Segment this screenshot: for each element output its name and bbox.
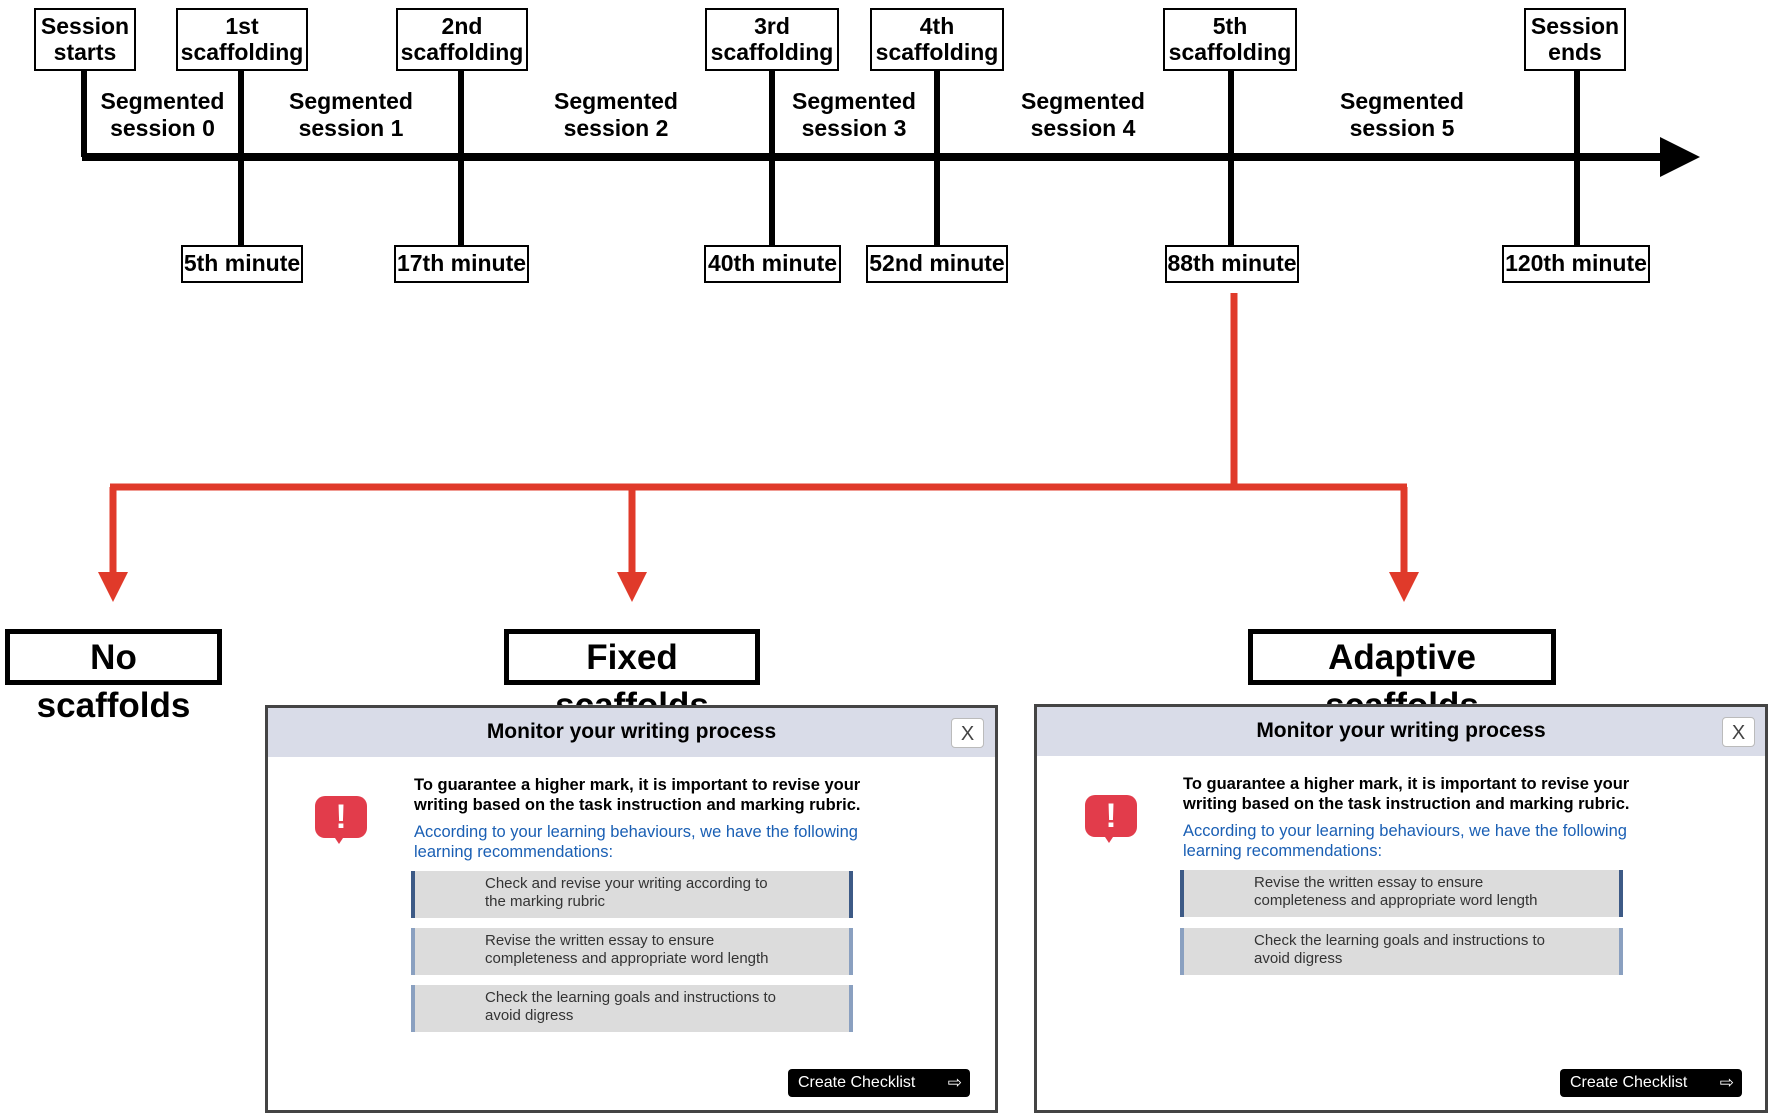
recommendation-item[interactable]: Revise the written essay to ensure compl… [411,928,853,975]
condition-no-scaffolds: No scaffolds [5,629,222,725]
create-checklist-button[interactable]: Create Checklist ⇨ [1560,1069,1742,1097]
event-label: 2nd scaffolding [400,13,524,65]
condition-branch-arrows [109,293,1408,575]
arrow-right-icon: ⇨ [1719,1073,1734,1092]
event-scaffold-3: 3rd scaffolding [705,8,839,71]
recommendation-item[interactable]: Check the learning goals and instruction… [411,985,853,1032]
recommendation-intro: According to your learning behaviours, w… [1183,822,1627,860]
segment-label-4: Segmented session 4 [1021,88,1145,141]
timeline-arrowhead [1660,137,1700,177]
event-session-ends: Session ends [1524,8,1626,71]
fixed-scaffold-dialog: Monitor your writing process X ! To guar… [265,705,998,1113]
time-scaffold-4: 52nd minute [866,245,1008,283]
event-label: 4th scaffolding [875,13,999,65]
segment-label-2: Segmented session 2 [554,88,678,141]
create-checklist-button[interactable]: Create Checklist ⇨ [788,1069,970,1097]
event-label: Session starts [40,13,130,65]
alert-glyph: ! [335,798,347,836]
event-scaffold-4: 4th scaffolding [870,8,1004,71]
create-checklist-label: Create Checklist [798,1074,916,1091]
condition-adaptive-scaffolds: Adaptive scaffolds [1248,629,1556,725]
recommendation-item[interactable]: Check and revise your writing according … [411,871,853,918]
time-scaffold-1: 5th minute [181,245,303,283]
adaptive-scaffold-dialog: Monitor your writing process X ! To guar… [1034,704,1768,1113]
segment-label-0: Segmented session 0 [100,88,225,141]
arrow-to-fixed-scaffolds [617,572,647,602]
dialog-message: To guarantee a higher mark, it is import… [1183,775,1630,813]
recommendation-item[interactable]: Revise the written essay to ensure compl… [1180,870,1623,917]
alert-speech-bubble-icon: ! [1085,795,1137,843]
recommendation-item[interactable]: Check the learning goals and instruction… [1180,928,1623,975]
dialog-title-bar: Monitor your writing process X [268,708,995,757]
close-button[interactable]: X [1722,717,1755,747]
alert-speech-bubble-icon: ! [315,796,367,844]
event-scaffold-5: 5th scaffolding [1163,8,1297,71]
recommendation-text: Check the learning goals and instruction… [1254,932,1546,967]
arrow-right-icon: ⇨ [947,1073,962,1092]
dialog-title: Monitor your writing process [1256,719,1546,742]
recommendation-intro: According to your learning behaviours, w… [414,823,858,861]
condition-fixed-scaffolds: Fixed scaffolds [504,629,760,725]
event-label: Session ends [1530,13,1620,65]
close-button[interactable]: X [951,718,984,748]
time-scaffold-3: 40th minute [704,245,841,283]
recommendation-text: Check and revise your writing according … [485,875,768,910]
segment-label-5: Segmented session 5 [1340,88,1464,141]
time-scaffold-2: 17th minute [394,245,529,283]
recommendation-text: Check the learning goals and instruction… [485,989,777,1024]
alert-glyph: ! [1105,797,1117,835]
dialog-message: To guarantee a higher mark, it is import… [414,776,861,814]
arrow-to-adaptive-scaffolds [1389,572,1419,602]
time-session-ends: 120th minute [1502,245,1650,283]
time-scaffold-5: 88th minute [1165,245,1299,283]
event-session-starts: Session starts [34,8,136,71]
event-label: 5th scaffolding [1168,13,1292,65]
dialog-title-bar: Monitor your writing process X [1037,707,1765,756]
event-scaffold-2: 2nd scaffolding [396,8,528,71]
dialog-title: Monitor your writing process [486,720,777,743]
event-label: 3rd scaffolding [710,13,834,65]
arrow-to-no-scaffolds [98,572,128,602]
segment-label-3: Segmented session 3 [792,88,916,141]
recommendation-text: Revise the written essay to ensure compl… [485,932,769,967]
segment-label-1: Segmented session 1 [289,88,413,141]
recommendation-text: Revise the written essay to ensure compl… [1254,874,1538,909]
create-checklist-label: Create Checklist [1570,1074,1688,1091]
event-label: 1st scaffolding [180,13,304,65]
event-scaffold-1: 1st scaffolding [176,8,308,71]
